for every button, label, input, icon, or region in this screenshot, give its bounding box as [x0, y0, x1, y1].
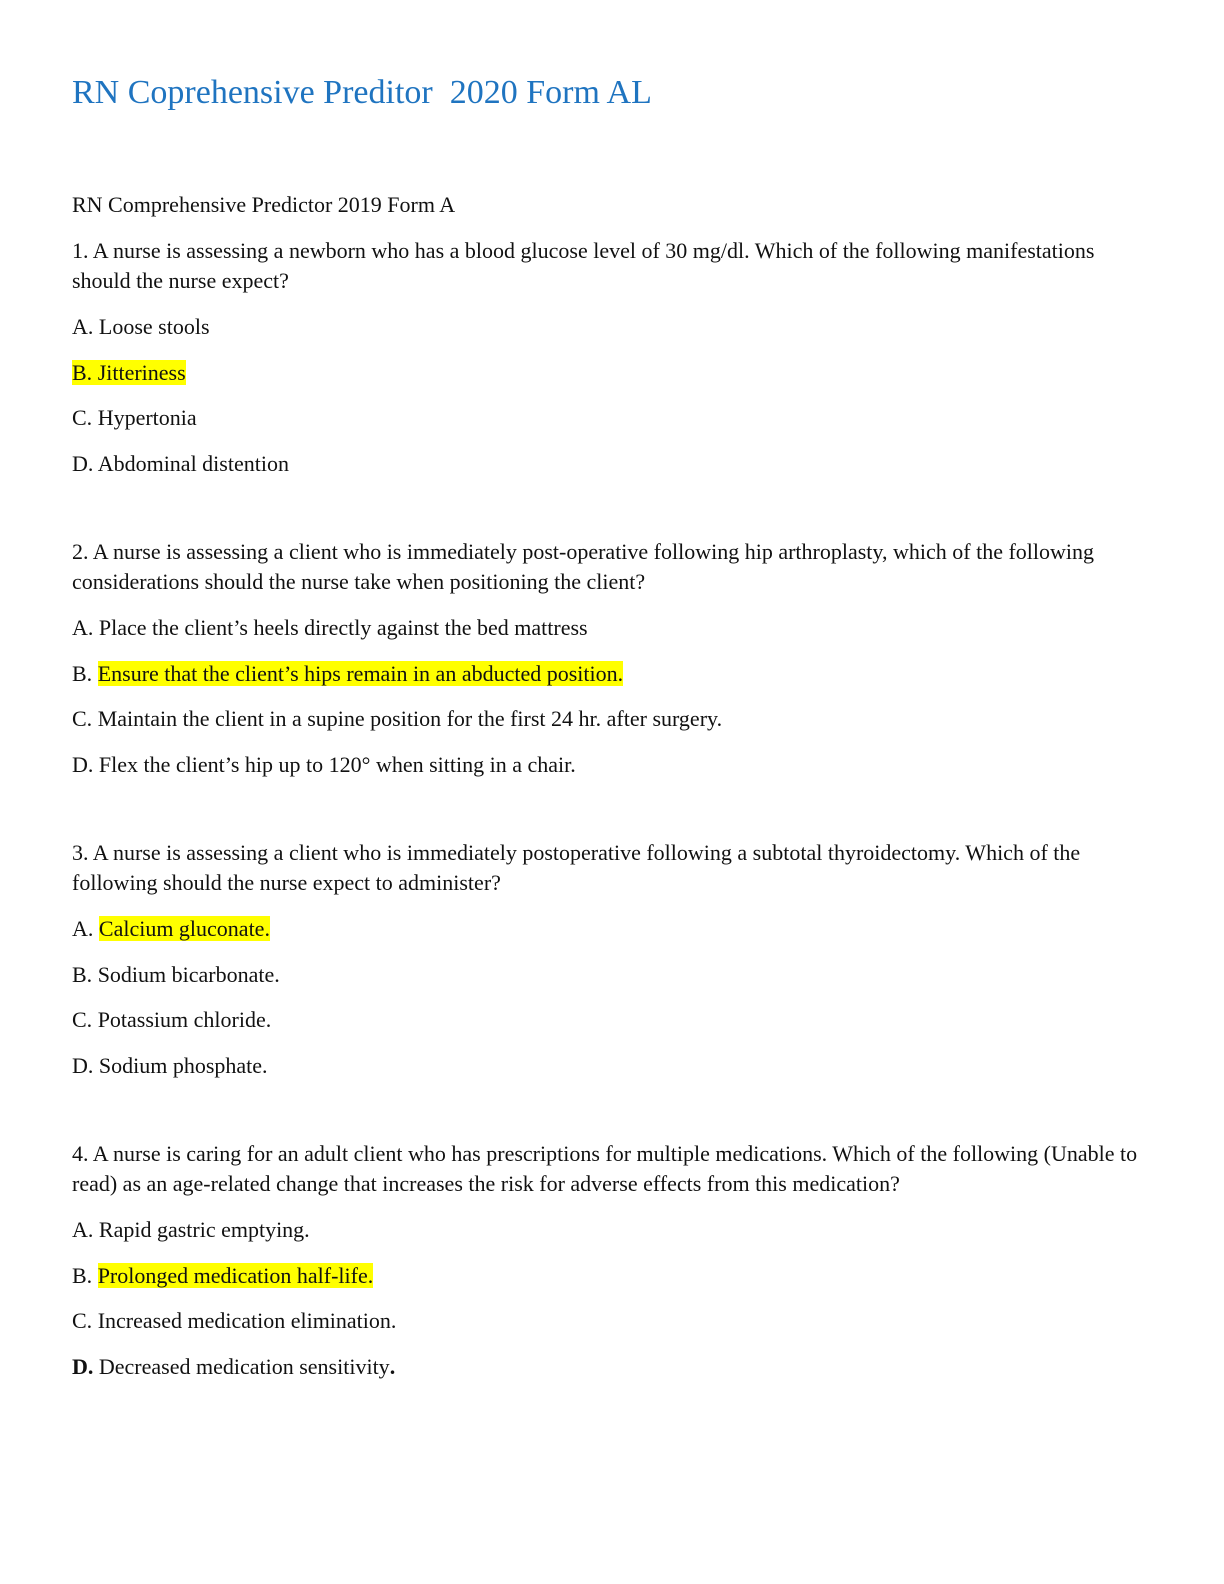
option-c: C. Increased medication elimination.: [72, 1306, 1152, 1336]
option-a: A. Loose stools: [72, 312, 1152, 342]
option-letter: D.: [72, 1353, 94, 1379]
option-letter: B.: [72, 961, 93, 987]
option-text: Rapid gastric emptying.: [98, 1217, 310, 1242]
option-text: Flex the client’s hip up to 120° when si…: [98, 751, 576, 777]
option-text: Hypertonia: [97, 405, 197, 430]
option-a-correct: A. Calcium gluconate.: [72, 914, 1152, 944]
question-2: 2. A nurse is assessing a client who is …: [72, 537, 1152, 780]
question-4: 4. A nurse is caring for an adult client…: [72, 1139, 1152, 1382]
option-text: Sodium phosphate.: [98, 1052, 268, 1078]
option-b-correct: B. Ensure that the client’s hips remain …: [72, 659, 1152, 689]
option-b-correct: B. Prolonged medication half-life.: [72, 1261, 1152, 1291]
option-d: D. Decreased medication sensitivity.: [72, 1352, 1152, 1382]
document-title: RN Coprehensive Preditor 2020 Form AL: [72, 74, 652, 111]
option-b: B. Sodium bicarbonate.: [72, 960, 1152, 990]
option-text: Maintain the client in a supine position…: [97, 706, 723, 731]
option-text: Abdominal distention: [97, 450, 289, 476]
question-3: 3. A nurse is assessing a client who is …: [72, 838, 1152, 1081]
option-letter: B.: [72, 660, 93, 686]
option-text: Jitteriness: [97, 359, 186, 385]
option-letter: A.: [72, 916, 94, 941]
question-stem: 2. A nurse is assessing a client who is …: [72, 539, 1095, 594]
option-d: D. Abdominal distention: [72, 449, 1152, 479]
option-letter: C.: [72, 706, 93, 731]
option-b-correct: B. Jitteriness: [72, 358, 1152, 388]
highlighted-answer: Ensure that the client’s hips remain in …: [97, 660, 624, 686]
option-d: D. Flex the client’s hip up to 120° when…: [72, 750, 1152, 780]
option-text: Decreased medication sensitivity: [98, 1353, 390, 1379]
question-stem: 1. A nurse is assessing a newborn who ha…: [72, 238, 1095, 293]
trailing-period: .: [389, 1353, 396, 1379]
option-letter: C.: [72, 405, 93, 430]
option-letter: D.: [72, 1052, 94, 1078]
option-text: Place the client’s heels directly agains…: [98, 615, 588, 640]
option-a: A. Place the client’s heels directly aga…: [72, 613, 1152, 643]
option-c: C. Hypertonia: [72, 403, 1152, 433]
option-letter: B.: [72, 1262, 93, 1288]
option-letter: C.: [72, 1308, 93, 1333]
question-1: 1. A nurse is assessing a newborn who ha…: [72, 236, 1152, 479]
option-letter: A.: [72, 314, 94, 339]
highlighted-answer: Prolonged medication half-life.: [97, 1262, 374, 1288]
question-stem: 3. A nurse is assessing a client who is …: [72, 840, 1081, 895]
option-text: Increased medication elimination.: [97, 1308, 397, 1333]
option-text: Sodium bicarbonate.: [97, 961, 280, 987]
option-c: C. Maintain the client in a supine posit…: [72, 704, 1152, 734]
highlighted-answer: B. Jitteriness: [72, 359, 186, 385]
option-letter: D.: [72, 450, 94, 476]
option-letter: D.: [72, 751, 94, 777]
question-stem: 4. A nurse is caring for an adult client…: [72, 1141, 1138, 1196]
option-c: C. Potassium chloride.: [72, 1005, 1152, 1035]
option-letter: C.: [72, 1007, 93, 1032]
option-letter: B.: [72, 359, 93, 385]
option-text: Potassium chloride.: [97, 1007, 272, 1032]
option-letter: A.: [72, 1217, 94, 1242]
highlighted-answer: Calcium gluconate.: [98, 916, 270, 941]
option-letter: A.: [72, 615, 94, 640]
option-text: Loose stools: [98, 314, 210, 339]
option-d: D. Sodium phosphate.: [72, 1051, 1152, 1081]
document-subtitle: RN Comprehensive Predictor 2019 Form A: [72, 192, 456, 217]
option-a: A. Rapid gastric emptying.: [72, 1215, 1152, 1245]
